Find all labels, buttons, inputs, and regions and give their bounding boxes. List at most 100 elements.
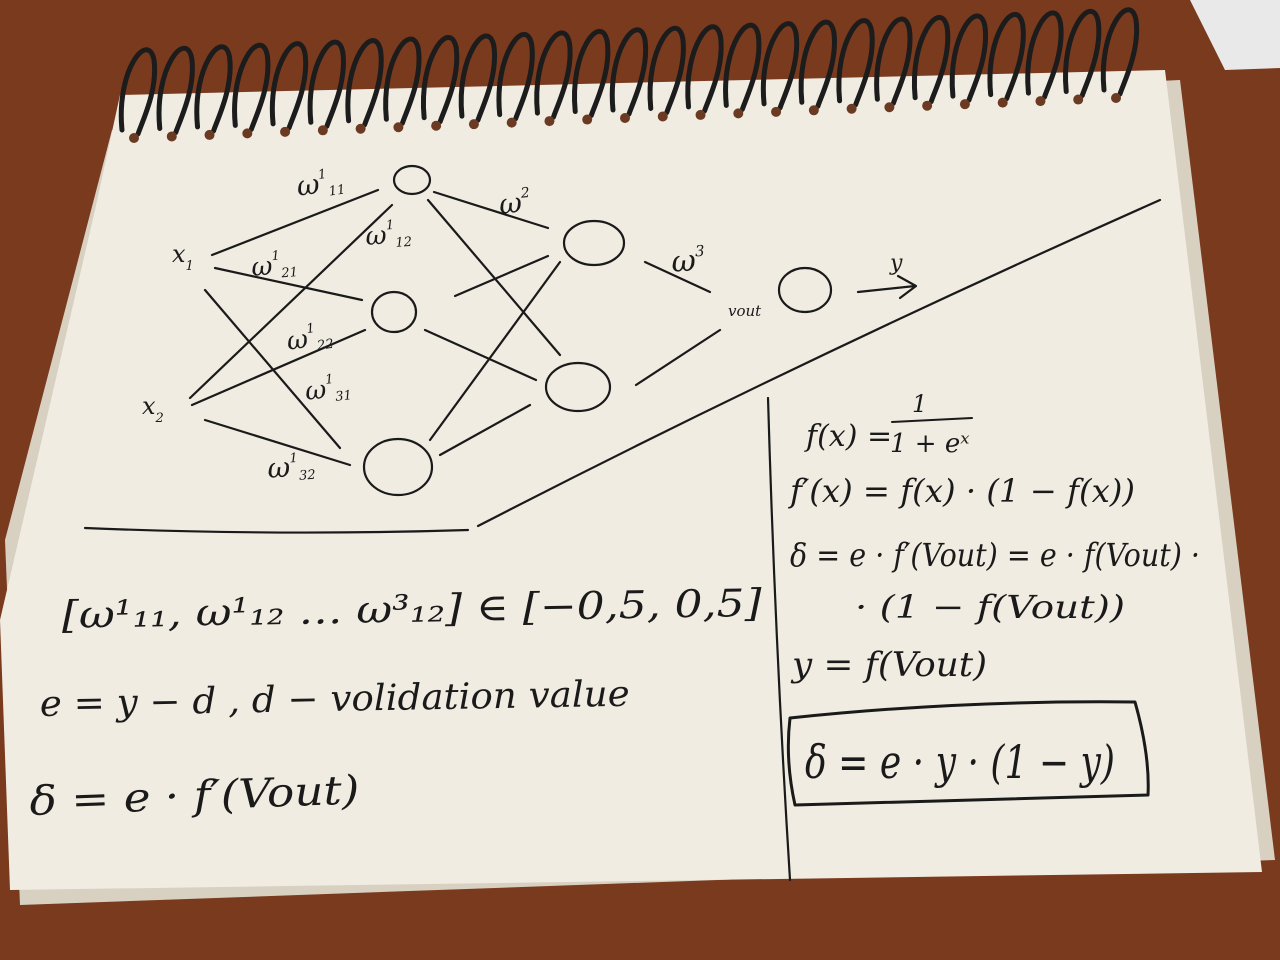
hidden1-node-2 (370, 290, 418, 334)
spiral-coil (571, 28, 611, 119)
network-labels: x1 x2 ω111 ω112 ω121 ω122 ω131 ω132 ω2 ω… (142, 164, 903, 486)
binding-hole (997, 97, 1008, 108)
delta-expansion-2: · (1 − f(Vout)) (855, 588, 1125, 626)
spiral-coil (156, 45, 195, 135)
binding-hole (1111, 93, 1121, 103)
result-box (786, 700, 1150, 807)
spiral-coil (685, 24, 724, 114)
spiral-coil (874, 16, 913, 106)
binding-hole (468, 119, 479, 130)
spiral-coil (647, 25, 686, 115)
edge-h21-out (643, 260, 712, 294)
sigmoid-denominator: 1 + eˣ (890, 429, 969, 459)
binding-hole (582, 114, 593, 125)
spiral-binding (118, 7, 1140, 143)
binding-hole (431, 120, 442, 131)
binding-hole (733, 108, 744, 119)
spiral-coil (383, 36, 422, 126)
hidden2-node-2 (544, 361, 612, 413)
binding-hole (506, 117, 517, 128)
sigmoid-fraction-bar (891, 417, 973, 423)
spiral-coil (458, 33, 498, 123)
sigmoid-derivative: f′(x) = f(x) · (1 − f(x)) (788, 472, 1135, 510)
output-node (777, 266, 833, 314)
binding-hole (242, 128, 253, 139)
vout-label: vout (728, 302, 762, 320)
output-arrow-shaft (856, 284, 917, 294)
spiral-coil (1062, 8, 1102, 99)
spiral-coil (760, 21, 800, 111)
weight-w2: ω2 (497, 185, 532, 221)
weight-w32: ω132 (266, 449, 316, 486)
binding-hole (959, 99, 970, 110)
binding-hole (544, 116, 555, 127)
edge-x2-h1 (188, 203, 394, 400)
network-diagram (188, 164, 918, 497)
delta-expansion-1: δ = e · f′(Vout) = e · f(Vout) · (790, 536, 1200, 574)
divider-diagonal (476, 198, 1162, 528)
binding-hole (355, 123, 366, 134)
spiral-coil (496, 32, 535, 122)
notes-right: f(x) = 1 1 + eˣ f′(x) = f(x) · (1 − f(x)… (786, 390, 1200, 807)
binding-hole (695, 109, 706, 120)
input-x2-label: x2 (142, 392, 164, 426)
binding-hole (1073, 94, 1084, 105)
output-arrow-head (896, 274, 918, 300)
edge-x1-h2 (213, 266, 364, 302)
spiral-coil (118, 47, 158, 137)
edge-x2-h3 (203, 418, 352, 467)
divider-vertical (766, 396, 792, 882)
spiral-coil (1025, 10, 1064, 100)
binding-hole (922, 100, 933, 111)
edge-h1-h21 (432, 190, 550, 230)
output-definition: y = f(Vout) (790, 645, 987, 685)
spiral-coil (307, 39, 346, 129)
spiral-coil (987, 12, 1026, 102)
binding-hole (771, 106, 782, 117)
spiral-coil (609, 27, 649, 117)
input-x1-label: x1 (172, 240, 194, 274)
divider-left (83, 526, 470, 534)
edge-h2-h21 (453, 254, 550, 298)
edge-x2-h2 (190, 328, 367, 407)
spiral-coil (194, 44, 233, 134)
edge-h1-h22 (426, 198, 562, 357)
binding-hole (393, 122, 404, 133)
spiral-coil (836, 18, 875, 108)
binding-hole (846, 103, 857, 114)
spiral-coil (911, 15, 951, 105)
weight-w31: ω131 (303, 370, 352, 408)
binding-hole (1035, 96, 1046, 107)
boxed-delta-result: δ = e · y · (1 − y) (805, 735, 1115, 789)
weight-w11: ω111 (294, 164, 346, 204)
page-dividers (83, 198, 1162, 882)
spiral-coil (420, 35, 460, 125)
binding-hole (620, 113, 630, 123)
notes-left: [ω¹₁₁, ω¹₁₂ … ω³₁₂] ∈ [−0,5, 0,5] e = y … (29, 581, 763, 825)
edge-h22-out (634, 328, 722, 387)
spiral-coil (534, 30, 573, 120)
spiral-coil (269, 41, 309, 131)
hidden1-node-3 (362, 437, 434, 497)
hidden1-node-1 (392, 164, 432, 196)
binding-hole (884, 102, 895, 113)
binding-hole (280, 126, 291, 137)
sigmoid-lhs: f(x) = (804, 419, 892, 454)
edge-h3-h21 (428, 260, 562, 442)
weight-w21: ω121 (250, 247, 299, 284)
spiral-coil (949, 13, 989, 103)
binding-hole (317, 125, 328, 136)
spiral-coil (345, 38, 384, 128)
weight-w22: ω122 (285, 319, 335, 358)
binding-hole (204, 129, 215, 140)
sigmoid-numerator: 1 (912, 390, 927, 418)
background-paper (1190, 0, 1280, 70)
output-y-label: y (889, 251, 903, 276)
binding-hole (129, 133, 139, 143)
edge-h3-h22 (438, 403, 532, 457)
binding-hole (808, 105, 819, 116)
edge-x1-h1 (210, 188, 380, 257)
binding-hole (657, 111, 668, 122)
paper-sheet (0, 70, 1262, 890)
